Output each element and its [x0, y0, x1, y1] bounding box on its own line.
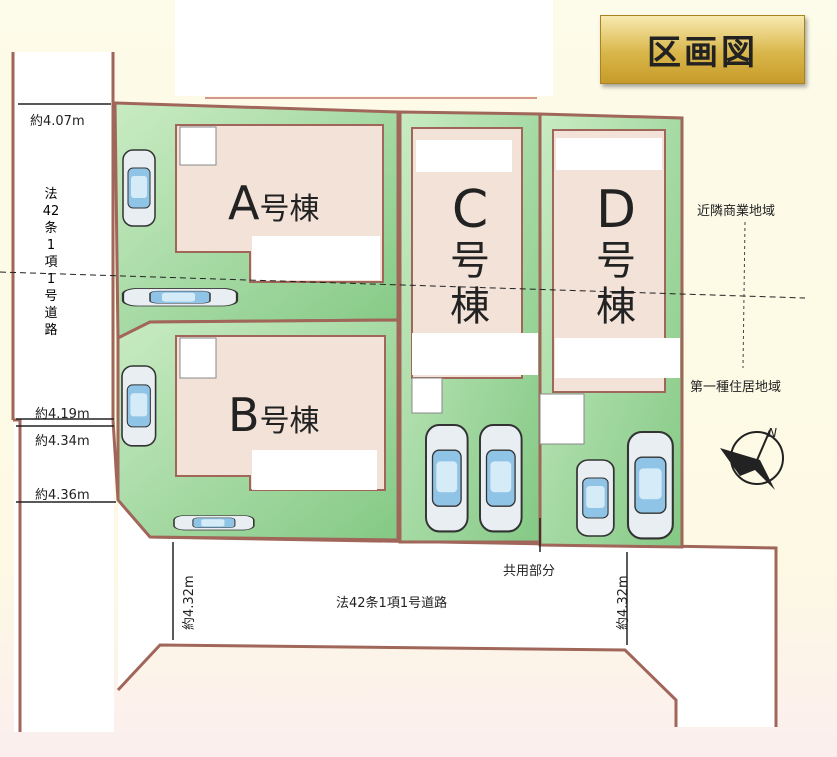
- width-label: 約4.19m: [35, 407, 90, 422]
- north-label: N: [768, 426, 777, 440]
- page-title: 区画図: [600, 15, 805, 84]
- compass-icon: [720, 429, 784, 490]
- bottom-road-label: 法42条1項1号道路: [336, 596, 448, 611]
- road-edges: [11, 52, 120, 732]
- zone-upper-label: 近隣商業地域: [697, 204, 776, 219]
- shared-area-label: 共用部分: [503, 564, 556, 579]
- masked-area: [175, 0, 553, 96]
- width-label: 約4.36m: [35, 488, 90, 503]
- road-width-left: 約4.32m: [182, 575, 197, 630]
- width-label: 約4.34m: [35, 434, 90, 449]
- width-label: 約4.07m: [30, 114, 85, 129]
- left-road: [14, 52, 114, 732]
- road-width-right: 約4.32m: [616, 575, 631, 630]
- zone-arrow: [742, 221, 746, 369]
- bottom-road: [118, 500, 776, 727]
- dimension-arrows: [16, 103, 628, 645]
- lot-a-label: A号棟: [228, 176, 320, 230]
- lot-b-label: B号棟: [228, 388, 320, 442]
- zone-lower-label: 第一種住居地域: [690, 380, 782, 395]
- zone-boundary-line: [0, 271, 806, 299]
